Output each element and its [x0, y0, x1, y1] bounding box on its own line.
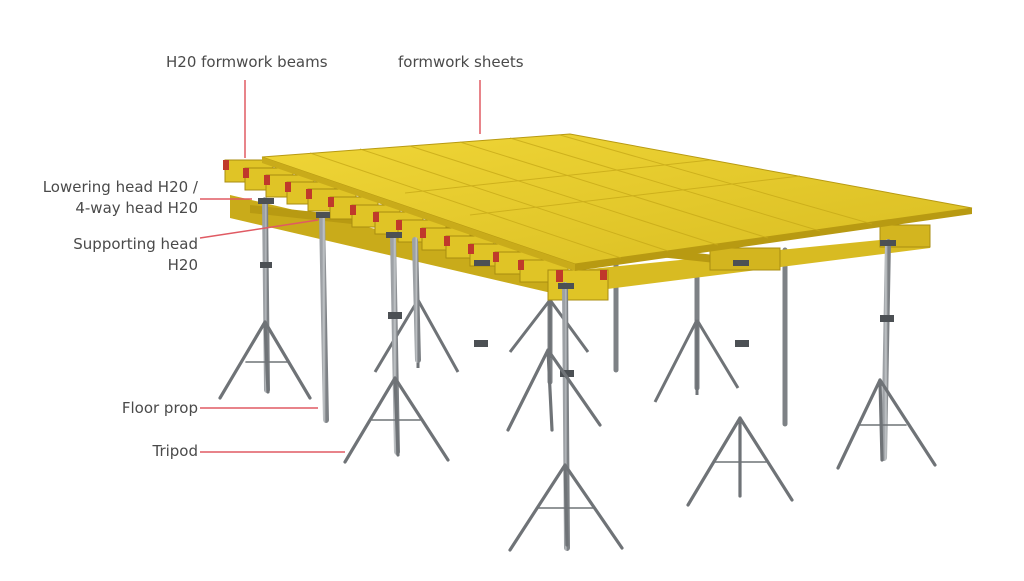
- label-lowering-head-line1: Lowering head H20 /: [42, 178, 198, 196]
- formwork-sheets: [261, 133, 973, 271]
- back-tripods: [373, 299, 740, 403]
- tripods: [218, 320, 937, 552]
- label-lowering-head-line2: 4-way head H20: [75, 199, 198, 217]
- label-formwork-sheets: formwork sheets: [398, 53, 524, 71]
- label-supporting-head-line1: Supporting head: [73, 235, 198, 253]
- label-floor-prop: Floor prop: [121, 399, 198, 417]
- label-supporting-head: Supporting head H20: [73, 234, 198, 276]
- label-supporting-head-line2: H20: [167, 256, 198, 274]
- label-h20-beams: H20 formwork beams: [166, 53, 328, 71]
- leader-lines: [199, 80, 481, 453]
- label-tripod: Tripod: [152, 442, 198, 460]
- leader-supporting-head: [199, 219, 319, 239]
- label-lowering-head: Lowering head H20 / 4-way head H20: [43, 177, 198, 219]
